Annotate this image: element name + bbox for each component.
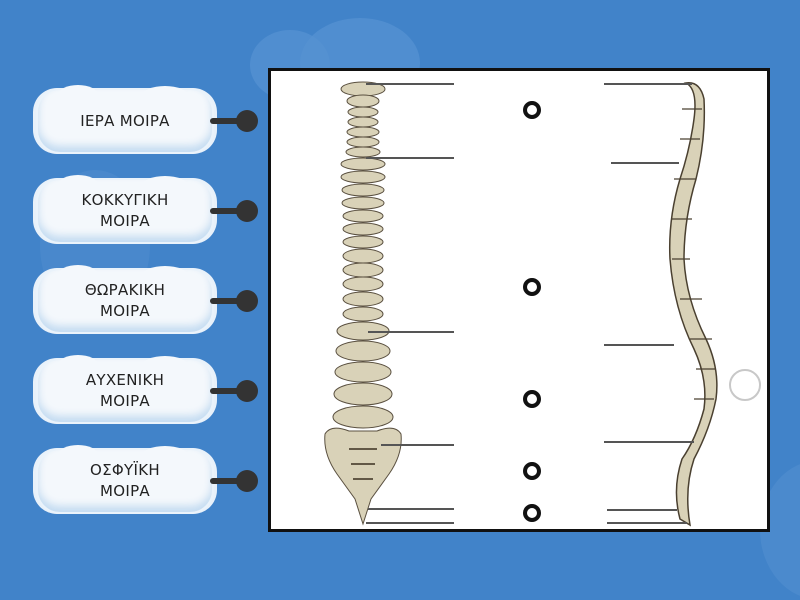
leader-line xyxy=(366,157,454,159)
label-text-line1: ΑΥΧΕΝΙΚΗ xyxy=(85,371,165,389)
drag-handle-knob[interactable] xyxy=(236,110,258,132)
label-cloud: ΑΥΧΕΝΙΚΗ ΜΟΙΡΑ xyxy=(38,355,212,422)
label-cloud: ΟΣΦΥΪΚΗ ΜΟΙΡΑ xyxy=(38,445,212,512)
leader-line xyxy=(611,162,679,164)
label-text: ΙΕΡΑ ΜΟΙΡΑ xyxy=(80,111,170,130)
label-text-line1: ΚΟΚΚΥΓΙΚΗ xyxy=(81,191,169,209)
drop-target-1[interactable] xyxy=(523,101,541,119)
connector-line xyxy=(210,478,250,484)
connector-line xyxy=(210,388,250,394)
label-kokkygiki-moira[interactable]: ΚΟΚΚΥΓΙΚΗ ΜΟΙΡΑ xyxy=(38,175,258,242)
label-text-line1: ΟΣΦΥΪΚΗ xyxy=(90,461,160,479)
label-osfyiki-moira[interactable]: ΟΣΦΥΪΚΗ ΜΟΙΡΑ xyxy=(38,445,258,512)
drop-target-4[interactable] xyxy=(523,462,541,480)
label-text-line2: ΜΟΙΡΑ xyxy=(100,302,150,320)
drag-handle-knob[interactable] xyxy=(236,470,258,492)
connector-line xyxy=(210,298,250,304)
label-text-line2: ΜΟΙΡΑ xyxy=(100,212,150,230)
drag-handle-knob[interactable] xyxy=(236,380,258,402)
drag-handle-knob[interactable] xyxy=(236,290,258,312)
connector-line xyxy=(210,208,250,214)
label-afxeniki-moira[interactable]: ΑΥΧΕΝΙΚΗ ΜΟΙΡΑ xyxy=(38,355,258,422)
label-text-line2: ΜΟΙΡΑ xyxy=(100,392,150,410)
spine-anterior-view-image xyxy=(324,81,402,526)
leader-line xyxy=(368,331,454,333)
leader-line xyxy=(366,83,454,85)
connector-line xyxy=(210,118,250,124)
label-iera-moira[interactable]: ΙΕΡΑ ΜΟΙΡΑ xyxy=(38,85,258,152)
label-text-line2: ΜΟΙΡΑ xyxy=(100,482,150,500)
ghost-drop-target[interactable] xyxy=(729,369,761,401)
leader-line xyxy=(604,344,674,346)
label-cloud: ΚΟΚΚΥΓΙΚΗ ΜΟΙΡΑ xyxy=(38,175,212,242)
label-thorakiki-moira[interactable]: ΘΩΡΑΚΙΚΗ ΜΟΙΡΑ xyxy=(38,265,258,332)
label-text-line1: ΘΩΡΑΚΙΚΗ xyxy=(84,281,166,299)
drag-handle-knob[interactable] xyxy=(236,200,258,222)
label-cloud: ΘΩΡΑΚΙΚΗ ΜΟΙΡΑ xyxy=(38,265,212,332)
leader-line xyxy=(366,522,454,524)
leader-line xyxy=(607,509,677,511)
leader-line xyxy=(607,522,687,524)
drop-target-5[interactable] xyxy=(523,504,541,522)
leader-line xyxy=(604,441,694,443)
leader-line xyxy=(604,83,692,85)
leader-line xyxy=(381,444,454,446)
leader-line xyxy=(368,508,454,510)
drop-target-3[interactable] xyxy=(523,390,541,408)
label-cloud: ΙΕΡΑ ΜΟΙΡΑ xyxy=(38,85,212,152)
spine-lateral-view-image xyxy=(668,82,718,527)
drop-target-2[interactable] xyxy=(523,278,541,296)
spine-diagram xyxy=(268,68,770,532)
